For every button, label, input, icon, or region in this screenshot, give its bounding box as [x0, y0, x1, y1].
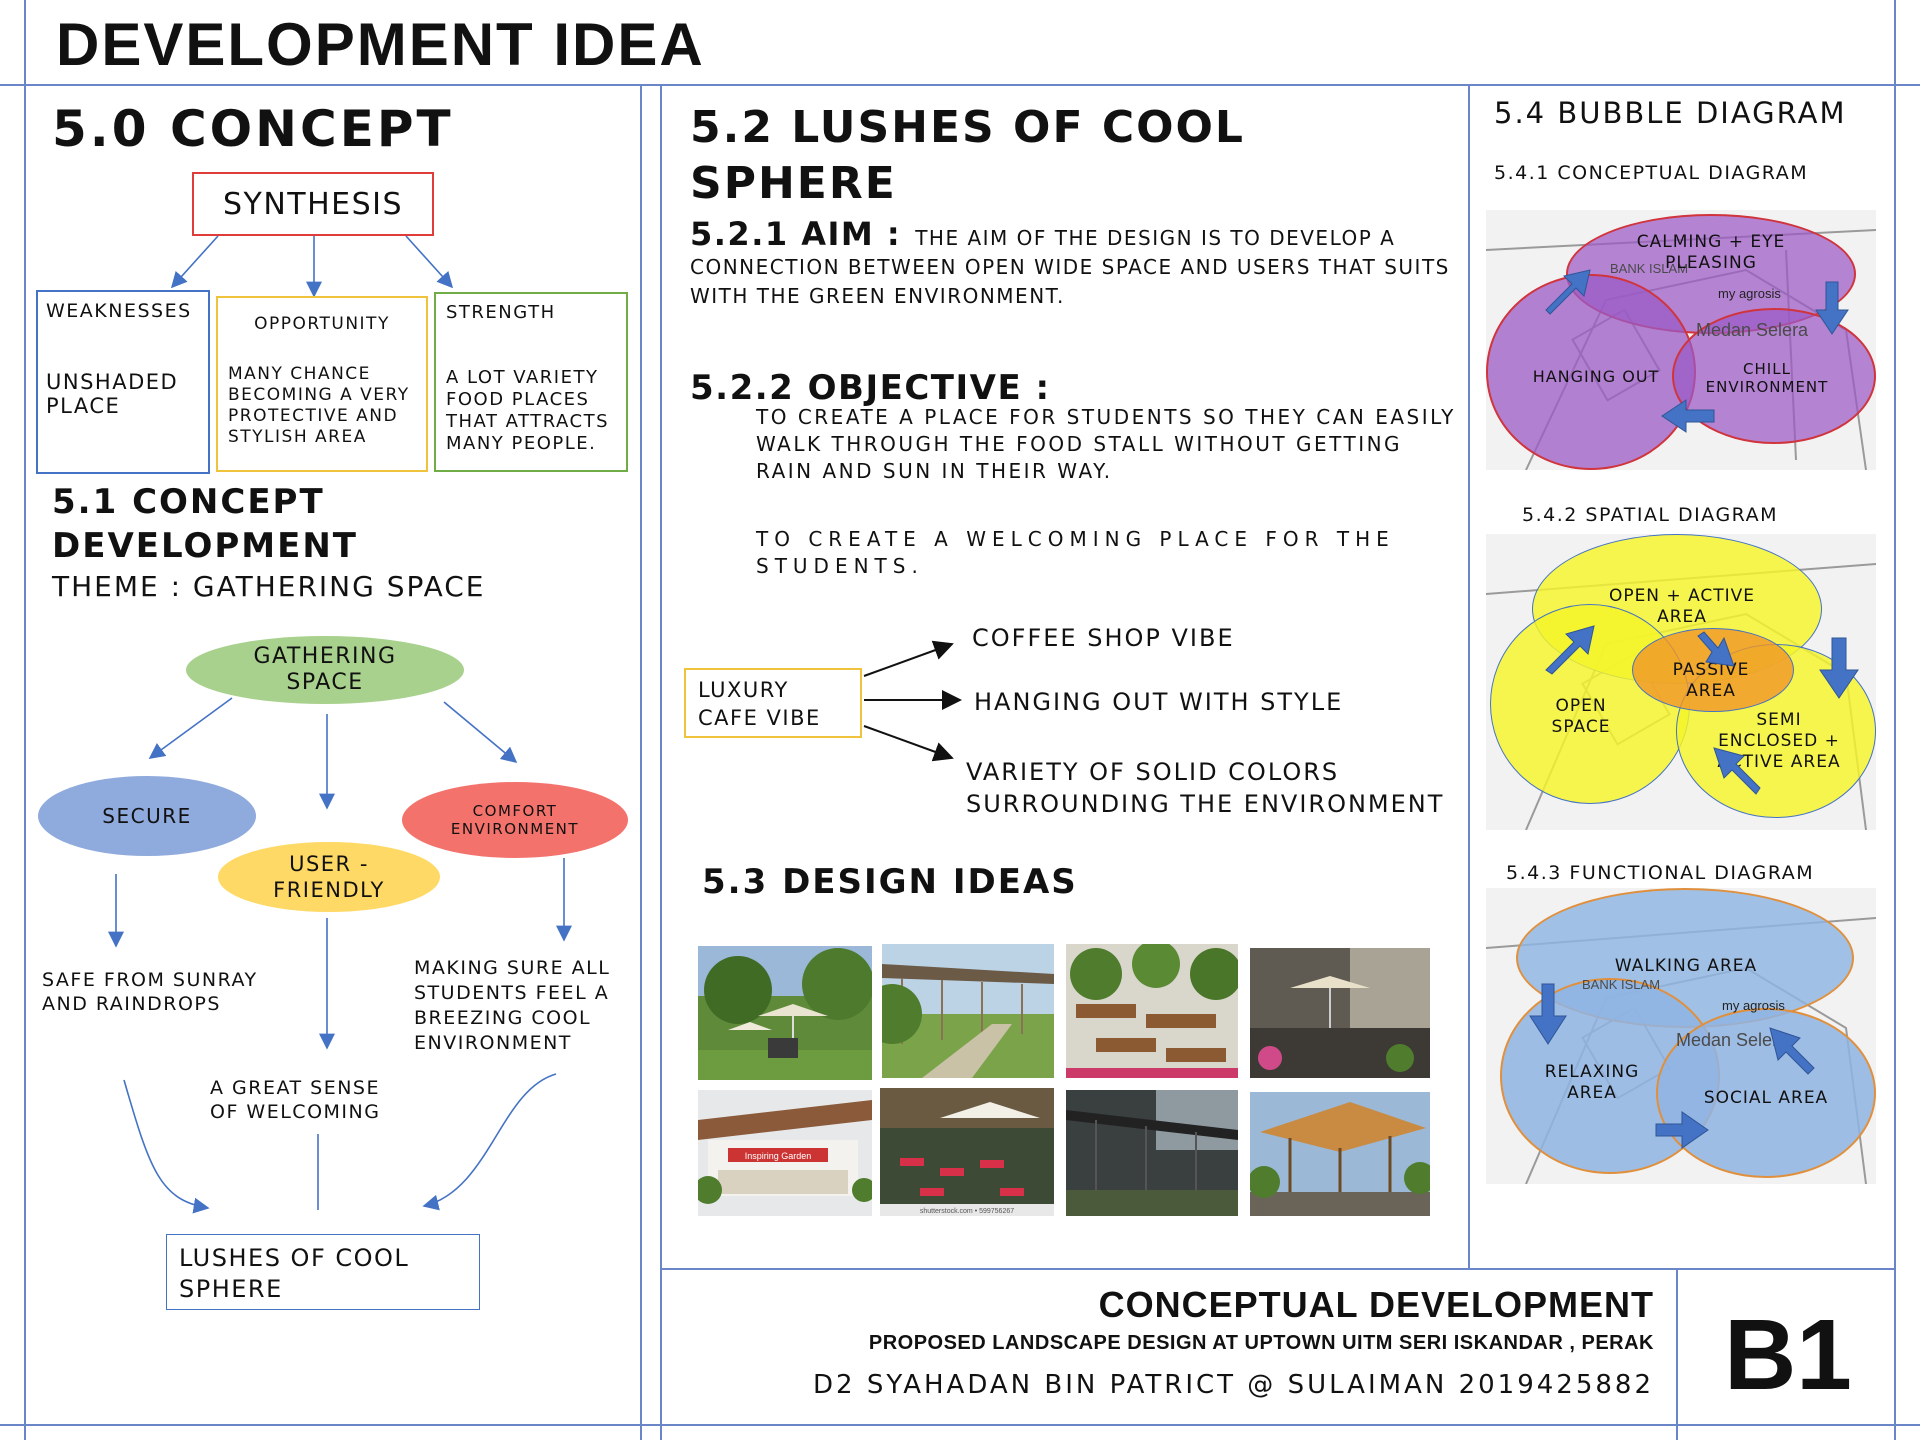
sheet-number: B1: [1724, 1299, 1852, 1411]
label-social: SOCIAL AREA: [1703, 1088, 1829, 1108]
opportunity-title: OPPORTUNITY: [254, 314, 390, 334]
strength-box: STRENGTH A LOT VARIETY FOOD PLACES THAT …: [434, 292, 628, 472]
design-photo: [1066, 944, 1238, 1078]
frame-line: [1468, 86, 1470, 1268]
opportunity-body: MANY CHANCE BECOMING A VERY PROTECTIVE A…: [228, 364, 410, 447]
concept-connectors: [108, 235, 572, 1214]
bubble-heading: 5.4 BUBBLE DIAGRAM: [1494, 96, 1847, 130]
sheet-author: D2 SYAHADAN BIN PATRICT @ SULAIMAN 20194…: [813, 1370, 1654, 1400]
result-box: LUSHES OF COOL SPHERE: [166, 1234, 480, 1310]
cafe-sign-text: Inspiring Garden: [745, 1151, 812, 1161]
design-photo: [698, 946, 872, 1080]
welcoming-text: A GREAT SENSE OF WELCOMING: [210, 1077, 381, 1123]
objective-label: 5.2.2 OBJECTIVE :: [690, 368, 1051, 408]
lushes-heading-line2: SPHERE: [690, 158, 897, 209]
frame-line: [24, 0, 26, 1440]
frame-line: [0, 1424, 1920, 1426]
vibe-arrows: [863, 640, 962, 762]
flow-arrows: [1529, 983, 1815, 1149]
bubble-social: [1656, 1008, 1876, 1178]
vibe-item: VARIETY OF SOLID COLORS SURROUNDING THE …: [966, 758, 1445, 818]
spatial-title: 5.4.2 SPATIAL DIAGRAM: [1522, 504, 1778, 526]
opportunity-box: OPPORTUNITY MANY CHANCE BECOMING A VERY …: [216, 296, 428, 472]
frame-line: [660, 1268, 1896, 1270]
label-chill: CHILL ENVIRONMENT: [1705, 360, 1829, 396]
map-label-agrosis: my agrosis: [1722, 998, 1785, 1013]
concept-dev-heading-line2: DEVELOPMENT: [52, 526, 358, 566]
map-label-bank: BANK ISLAM: [1582, 977, 1661, 992]
frame-line: [1894, 0, 1896, 1440]
concept-dev-heading-line1: 5.1 CONCEPT: [52, 482, 325, 522]
strength-title: STRENGTH: [446, 302, 556, 323]
functional-title: 5.4.3 FUNCTIONAL DIAGRAM: [1506, 862, 1815, 884]
frame-line: [0, 84, 1920, 86]
aim-block: 5.2.1 AIM :THE AIM OF THE DESIGN IS TO D…: [690, 218, 1460, 311]
weaknesses-title: WEAKNESSES: [46, 300, 192, 322]
synthesis-box: SYNTHESIS: [192, 172, 434, 236]
concept-dev-heading: 5.1 CONCEPT DEVELOPMENT: [52, 480, 358, 568]
design-photo: [1066, 1090, 1238, 1216]
sheet-subtitle: PROPOSED LANDSCAPE DESIGN AT UPTOWN UITM…: [868, 1332, 1654, 1354]
vibe-item: HANGING OUT WITH STYLE: [974, 688, 1344, 716]
theme-label: THEME : GATHERING SPACE: [52, 570, 486, 603]
label-calming: CALMING + EYE PLEASING: [1636, 232, 1786, 273]
aim-text: THE AIM OF THE DESIGN IS TO DEVELOP A CO…: [690, 226, 1450, 308]
design-photo: shutterstock.com • 599756267: [880, 1088, 1054, 1216]
map-label-agrosis: my agrosis: [1718, 286, 1781, 301]
safe-text: SAFE FROM SUNRAY AND RAINDROPS: [42, 969, 258, 1015]
design-photo: Inspiring Garden: [698, 1090, 872, 1216]
conceptual-title: 5.4.1 CONCEPTUAL DIAGRAM: [1494, 162, 1809, 184]
lushes-heading: 5.2 LUSHES OF COOL SPHERE: [690, 100, 1245, 212]
weaknesses-box: WEAKNESSES UNSHADED PLACE: [36, 290, 210, 474]
luxury-box: LUXURY CAFE VIBE: [684, 668, 862, 738]
user-friendly-ellipse: USER - FRIENDLY: [218, 842, 440, 912]
flow-arrows: [1545, 625, 1859, 795]
lushes-heading-line1: 5.2 LUSHES OF COOL: [690, 102, 1245, 153]
design-photo: [1250, 948, 1430, 1078]
functional-diagram: BANK ISLAM my agrosis Medan Selera WALKI…: [1486, 888, 1876, 1184]
vibe-item: COFFEE SHOP VIBE: [972, 624, 1235, 652]
frame-line: [640, 86, 642, 1440]
design-photo: [882, 944, 1054, 1078]
bubble-hanging: [1486, 274, 1696, 470]
conceptual-diagram: BANK ISLAM my agrosis Medan Selera CALMI…: [1486, 210, 1876, 470]
breezing-text: MAKING SURE ALL STUDENTS FEEL A BREEZING…: [414, 957, 611, 1054]
map-label-medan: Medan Selera: [1696, 320, 1809, 340]
gathering-space-ellipse: GATHERING SPACE: [186, 636, 464, 704]
aim-label: 5.2.1 AIM :: [690, 215, 902, 253]
label-open-active: OPEN + ACTIVE AREA: [1608, 586, 1756, 627]
objective-2: TO CREATE A WELCOMING PLACE FOR THE STUD…: [756, 527, 1395, 578]
frame-line: [1676, 1268, 1678, 1440]
map-label-medan: Medan Selera: [1676, 1030, 1789, 1050]
frame-line: [660, 86, 662, 1440]
weaknesses-body: UNSHADED PLACE: [46, 370, 179, 418]
concept-heading: 5.0 CONCEPT: [52, 100, 454, 158]
page-title: DEVELOPMENT IDEA: [56, 11, 705, 78]
objective-1: TO CREATE A PLACE FOR STUDENTS SO THEY C…: [756, 405, 1456, 483]
map-label-bank: BANK ISLAM: [1610, 261, 1689, 276]
label-semi: SEMI ENCLOSED + ACTIVE AREA: [1717, 710, 1841, 772]
comfort-ellipse: COMFORT ENVIRONMENT: [402, 782, 628, 858]
flow-arrows: [1545, 269, 1849, 433]
watermark-text: shutterstock.com • 599756267: [920, 1208, 1014, 1215]
sheet-title: CONCEPTUAL DEVELOPMENT: [1098, 1284, 1654, 1325]
label-open-space: OPEN SPACE: [1551, 696, 1611, 737]
secure-ellipse: SECURE: [38, 776, 256, 856]
spatial-diagram: OPEN + ACTIVE AREA PASSIVE AREA OPEN SPA…: [1486, 534, 1876, 830]
design-ideas-heading: 5.3 DESIGN IDEAS: [702, 862, 1078, 902]
design-photo: [1250, 1092, 1430, 1216]
strength-body: A LOT VARIETY FOOD PLACES THAT ATTRACTS …: [446, 367, 610, 454]
label-relaxing: RELAXING AREA: [1544, 1062, 1640, 1103]
label-walking: WALKING AREA: [1614, 956, 1758, 976]
label-hanging: HANGING OUT: [1532, 367, 1660, 386]
